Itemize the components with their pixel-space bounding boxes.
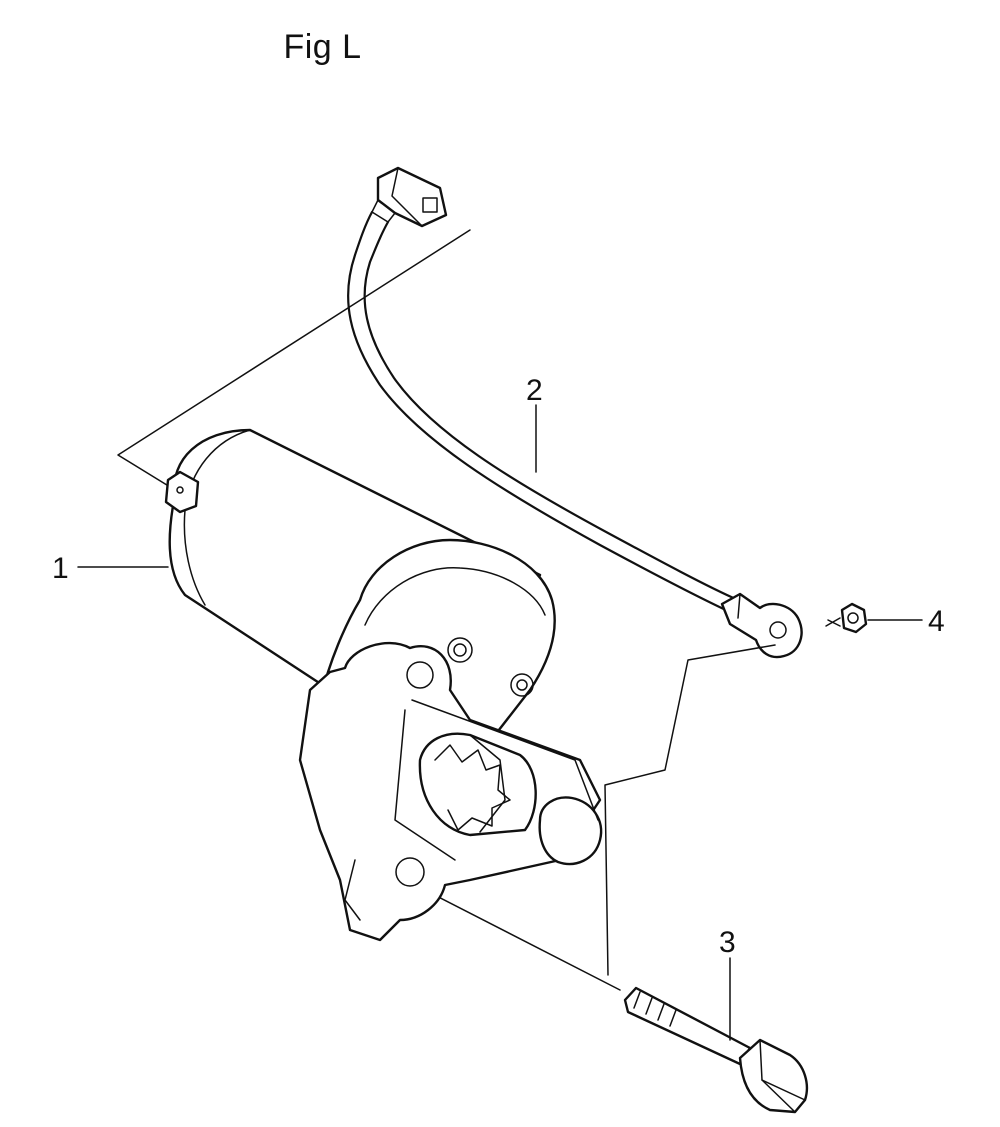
- connection-leader-lines: [117, 229, 776, 991]
- callout-label-3: 3: [719, 926, 736, 959]
- callout-label-1: 1: [52, 552, 69, 585]
- starter-cable: [347, 166, 803, 659]
- starter-motor: [164, 428, 603, 942]
- callout-2: 2: [526, 374, 543, 473]
- callout-3: 3: [719, 926, 736, 1041]
- callout-label-4: 4: [928, 605, 945, 638]
- callout-1: 1: [52, 552, 169, 585]
- callout-label-2: 2: [526, 374, 543, 407]
- callout-4: 4: [867, 605, 945, 638]
- mounting-bolt: [623, 986, 809, 1114]
- terminal-nut: [825, 602, 868, 634]
- figure-title: Fig L: [283, 28, 362, 66]
